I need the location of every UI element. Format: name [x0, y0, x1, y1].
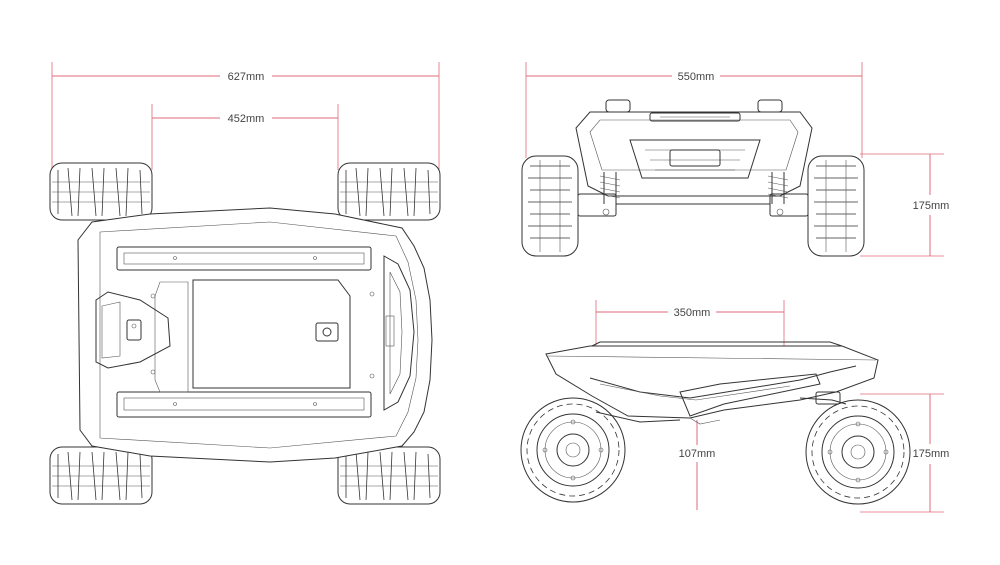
- dim-side-height: 175mm: [860, 393, 950, 513]
- label-side-175mm: 175mm: [913, 448, 950, 460]
- top-chassis: [77, 207, 433, 463]
- dim-top-outer-width: 627mm: [51, 62, 440, 170]
- label-452mm: 452mm: [228, 113, 265, 125]
- front-wheel-left: [521, 155, 579, 257]
- side-wheel-front: [520, 397, 626, 503]
- top-wheel-rear-right: [337, 446, 441, 505]
- side-body: [545, 341, 879, 425]
- front-view: 550mm 175mm: [521, 62, 950, 257]
- side-wheel-rear: [805, 399, 911, 505]
- label-627mm: 627mm: [228, 71, 265, 83]
- dim-front-height: 175mm: [860, 153, 950, 257]
- top-wheel-front-right: [337, 162, 441, 221]
- top-view: 627mm 452mm: [49, 62, 441, 505]
- label-front-175mm: 175mm: [913, 200, 950, 212]
- label-550mm: 550mm: [678, 71, 715, 83]
- label-107mm: 107mm: [679, 448, 716, 460]
- label-350mm: 350mm: [674, 307, 711, 319]
- side-view: 350mm 107mm 175mm: [520, 300, 950, 513]
- top-wheel-front-left: [49, 162, 153, 221]
- dim-side-ground-clearance: 107mm: [679, 420, 716, 510]
- dim-front-width: 550mm: [525, 62, 863, 158]
- dim-side-wheelbase: 350mm: [595, 300, 785, 352]
- front-wheel-right: [807, 155, 865, 257]
- front-body: [575, 99, 813, 217]
- dim-top-inner-track: 452mm: [151, 104, 339, 170]
- top-wheel-rear-left: [49, 446, 153, 505]
